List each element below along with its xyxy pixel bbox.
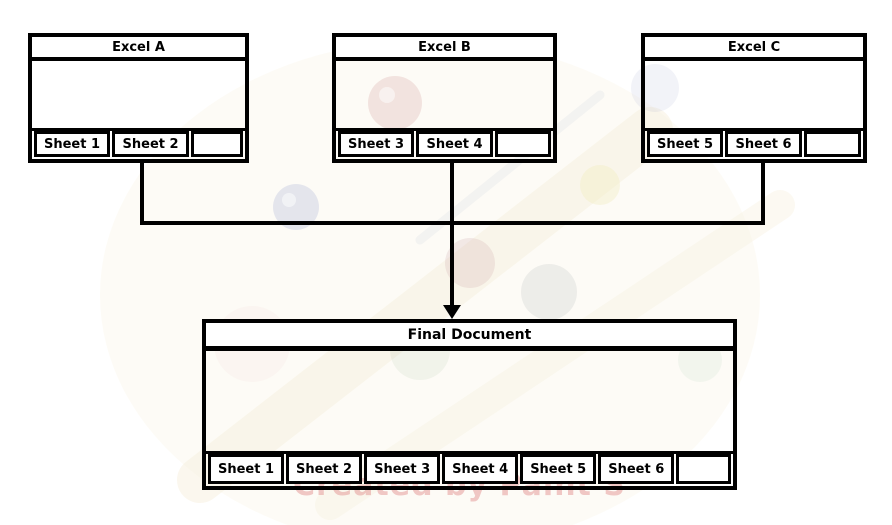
final-document-title: Final Document	[206, 323, 733, 351]
workbook-body	[336, 61, 553, 128]
final-document-box: Final Document Sheet 1 Sheet 2 Sheet 3 S…	[202, 319, 737, 490]
sheet-tab-empty	[191, 131, 243, 157]
sheet-tab-row: Sheet 1 Sheet 2	[32, 128, 245, 159]
sheet-tab-sheet-1: Sheet 1	[208, 454, 285, 484]
workbook-excel-a: Excel A Sheet 1 Sheet 2	[28, 33, 249, 163]
sheet-tab-sheet-2: Sheet 2	[286, 454, 363, 484]
sheet-tab-sheet-5: Sheet 5	[520, 454, 597, 484]
sheet-tab-empty	[676, 454, 731, 484]
sheet-tab-row: Sheet 1 Sheet 2 Sheet 3 Sheet 4 Sheet 5 …	[206, 451, 733, 486]
sheet-tab-empty	[804, 131, 861, 157]
workbook-body	[645, 61, 863, 128]
connector-excel-a-line	[140, 161, 144, 225]
sheet-tab-sheet-4: Sheet 4	[416, 131, 494, 157]
workbook-excel-b: Excel B Sheet 3 Sheet 4	[332, 33, 557, 163]
sheet-tab-sheet-2: Sheet 2	[112, 131, 190, 157]
sheet-tab-sheet-3: Sheet 3	[338, 131, 415, 157]
workbook-body	[32, 61, 245, 128]
merge-arrowhead-icon	[443, 305, 461, 319]
connector-merge-line	[450, 161, 454, 307]
sheet-tab-row: Sheet 3 Sheet 4	[336, 128, 553, 159]
sheet-tab-sheet-4: Sheet 4	[442, 454, 519, 484]
sheet-tab-sheet-1: Sheet 1	[34, 131, 111, 157]
final-document-body	[206, 351, 733, 451]
sheet-tab-sheet-3: Sheet 3	[364, 454, 441, 484]
workbook-title: Excel B	[336, 37, 553, 61]
connector-excel-c-line	[761, 161, 765, 225]
sheet-tab-row: Sheet 5 Sheet 6	[645, 128, 863, 159]
sheet-tab-sheet-5: Sheet 5	[647, 131, 724, 157]
sheet-tab-empty	[495, 131, 551, 157]
sheet-tab-sheet-6: Sheet 6	[598, 454, 675, 484]
workbook-title: Excel C	[645, 37, 863, 61]
workbook-excel-c: Excel C Sheet 5 Sheet 6	[641, 33, 867, 163]
sheet-tab-sheet-6: Sheet 6	[725, 131, 803, 157]
workbook-title: Excel A	[32, 37, 245, 61]
